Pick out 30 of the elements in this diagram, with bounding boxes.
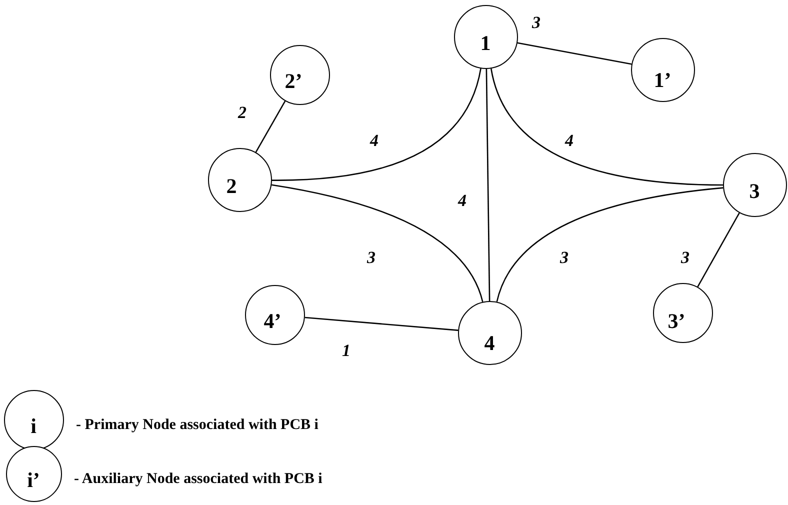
node-label: 2’ xyxy=(284,70,302,92)
edge-label: 4 xyxy=(370,132,378,149)
node-label: i xyxy=(30,416,36,436)
connector-line xyxy=(272,184,484,302)
edge-label: 3 xyxy=(560,249,568,266)
legend-description: - Auxiliary Node associated with PCB i xyxy=(74,472,322,487)
node-label: 3 xyxy=(749,180,760,202)
connector-line xyxy=(490,68,724,186)
connector-line xyxy=(304,316,458,331)
legend-description: - Primary Node associated with PCB i xyxy=(76,418,318,433)
node-label: 1’ xyxy=(654,70,672,90)
connector-line xyxy=(517,42,632,65)
edge-label: 2 xyxy=(238,104,246,121)
edge-label: 4 xyxy=(565,132,574,149)
edge-label: 4 xyxy=(458,192,466,209)
edge-label: 3 xyxy=(367,249,376,266)
connector-line xyxy=(496,187,724,302)
node-label: 1 xyxy=(480,32,491,54)
connector-line xyxy=(272,68,482,181)
connector-line xyxy=(486,68,490,302)
node-label: i’ xyxy=(27,470,40,490)
connector-line xyxy=(697,212,740,288)
node-label: 4 xyxy=(484,332,495,354)
node-label: 4’ xyxy=(264,310,282,332)
node-label: 3’ xyxy=(668,310,686,332)
connector-line xyxy=(255,100,286,153)
edge-label: 3 xyxy=(681,249,690,266)
node-label: 2 xyxy=(226,176,237,196)
edge-label: 1 xyxy=(342,342,350,359)
edge-label: 3 xyxy=(532,14,540,31)
